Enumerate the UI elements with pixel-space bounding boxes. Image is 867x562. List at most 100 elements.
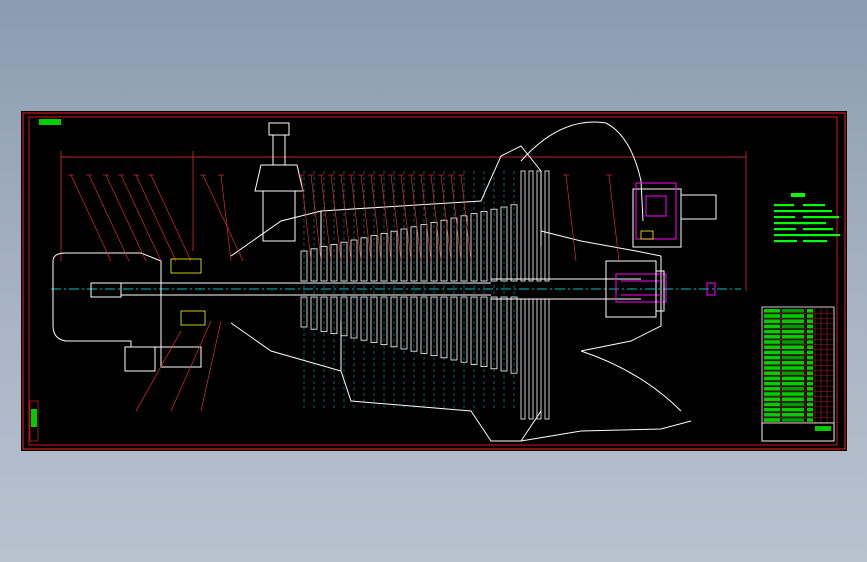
drawing-sheet xyxy=(21,111,847,451)
leader-line xyxy=(370,174,382,262)
table-cell xyxy=(782,319,804,323)
table-cell xyxy=(807,381,813,386)
leader-line xyxy=(360,174,372,262)
table-cell xyxy=(807,397,813,401)
table-cell xyxy=(782,350,804,355)
leader-line xyxy=(170,320,212,412)
leader-line xyxy=(320,174,332,262)
table-cell xyxy=(764,413,780,417)
table-cell xyxy=(764,418,780,422)
lp-blade xyxy=(528,170,534,282)
table-cell xyxy=(807,355,813,360)
table-cell xyxy=(764,319,780,323)
table-cell xyxy=(764,340,780,344)
leader-line xyxy=(135,330,182,412)
leader-line xyxy=(300,174,312,262)
table-cell xyxy=(807,413,813,417)
table-cell xyxy=(782,371,804,375)
table-cell xyxy=(782,418,804,422)
table-cell xyxy=(807,329,813,334)
table-cell xyxy=(807,418,813,422)
leader-line xyxy=(410,174,422,262)
leader-line xyxy=(120,174,162,262)
table-cell xyxy=(782,329,804,334)
lp-blade xyxy=(520,170,526,282)
leader-line xyxy=(450,174,462,262)
lp-blade xyxy=(544,170,550,282)
table-cell xyxy=(807,371,813,375)
leader-line xyxy=(400,174,412,262)
leader-line xyxy=(350,174,362,262)
table-cell xyxy=(782,335,804,339)
leader-line xyxy=(105,174,147,262)
table-cell xyxy=(782,402,804,407)
table-cell xyxy=(764,329,780,334)
side-stamp-text xyxy=(31,409,37,427)
table-cell xyxy=(764,355,780,360)
table-cell xyxy=(782,314,804,318)
table-cell xyxy=(782,355,804,360)
governor-valve xyxy=(254,122,304,242)
table-cell xyxy=(764,345,780,349)
table-cell xyxy=(764,371,780,375)
table-cell xyxy=(807,402,813,407)
table-cell xyxy=(764,309,780,313)
leader-line xyxy=(88,174,130,262)
leader-line xyxy=(310,174,322,262)
lp-blade xyxy=(536,170,542,282)
table-cell xyxy=(782,407,804,412)
leader-line xyxy=(420,174,432,262)
table-cell xyxy=(764,402,780,407)
title-block xyxy=(761,422,835,442)
table-cell xyxy=(764,324,780,329)
leader-line xyxy=(440,174,452,262)
leader-line xyxy=(220,174,232,262)
lp-blade xyxy=(528,298,534,420)
leader-line xyxy=(150,174,192,262)
table-cell xyxy=(764,407,780,412)
table-cell xyxy=(782,376,804,381)
leader-line xyxy=(565,174,577,262)
table-cell xyxy=(782,381,804,386)
table-cell xyxy=(807,314,813,318)
side-stamp xyxy=(29,400,39,442)
table-cell xyxy=(807,361,813,365)
top-dimensions xyxy=(60,151,747,291)
leader-line xyxy=(380,174,392,262)
table-cell xyxy=(807,309,813,313)
leader-line xyxy=(202,174,244,262)
table-cell xyxy=(807,340,813,344)
table-cell xyxy=(764,392,780,396)
yellow-details xyxy=(170,230,654,326)
table-cell xyxy=(782,345,804,349)
top-left-label xyxy=(39,119,61,125)
leader-line xyxy=(330,174,342,262)
leader-line xyxy=(70,174,112,262)
leader-lines xyxy=(68,174,620,412)
note-line xyxy=(774,204,794,207)
exhaust-hood xyxy=(520,121,692,442)
note-line xyxy=(803,222,826,225)
table-cell xyxy=(764,350,780,355)
leader-line xyxy=(608,174,620,262)
table-cell xyxy=(807,387,813,391)
leader-line xyxy=(200,320,222,412)
table-cell xyxy=(764,314,780,318)
note-line xyxy=(774,234,809,237)
table-cell xyxy=(764,387,780,391)
table-cell xyxy=(782,366,804,370)
table-cell xyxy=(782,324,804,329)
table-cell xyxy=(782,340,804,344)
note-line xyxy=(774,228,796,231)
table-cell xyxy=(807,366,813,370)
table-cell xyxy=(807,376,813,381)
generator-coupling xyxy=(615,273,716,303)
note-line xyxy=(803,228,833,231)
leader-line xyxy=(430,174,442,262)
note-line xyxy=(803,210,832,213)
note-line xyxy=(774,222,808,225)
parts-list-table xyxy=(761,306,835,442)
table-cell xyxy=(807,350,813,355)
table-cell xyxy=(764,376,780,381)
